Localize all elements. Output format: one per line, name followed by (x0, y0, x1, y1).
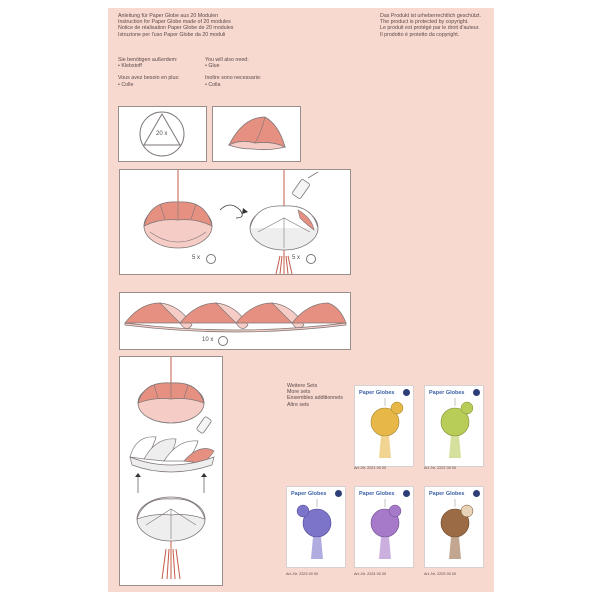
needs-fr-title: Vous avez besoin en plus: (118, 75, 180, 82)
product-brand: Paper Globes (429, 390, 465, 396)
lamp-illustration (370, 499, 402, 559)
lamp-illustration (440, 499, 474, 559)
lamp-illustration (296, 499, 332, 559)
module-count-label: 20 x (156, 131, 168, 137)
title-it: Istruzione per l'uso Paper Globe da 20 m… (118, 31, 226, 38)
product-card[interactable]: Paper Globes (424, 486, 484, 568)
globe-assembly-illustration (129, 357, 215, 580)
step1-module-panel (212, 106, 301, 162)
brand-logo-icon (403, 389, 410, 396)
more-sets-it: Altre sets (287, 401, 310, 408)
brand-logo-icon (473, 490, 480, 497)
more-sets-title: Weitere Sets More sets Ensembles additio… (287, 383, 343, 408)
step2-illustration (143, 170, 319, 275)
module-ring (129, 436, 215, 473)
step2-right-count: 5 x (292, 255, 301, 261)
step3-count: 10 x (202, 337, 214, 343)
step1-template-panel: 20 x (118, 106, 207, 162)
product-card[interactable]: Paper Globes (286, 486, 346, 568)
needs-fr-item: • Colle (118, 81, 134, 88)
step4-panel (119, 356, 223, 586)
more-sets-en: More sets (287, 389, 311, 396)
bottom-half-globe (136, 496, 206, 542)
step3-panel: 10 x (119, 292, 351, 350)
tassel-icon (161, 541, 181, 580)
half-globe-colored (143, 201, 213, 249)
product-art-no: Art.-Nr. 2224 00 00 (354, 572, 387, 576)
brand-logo-icon (473, 389, 480, 396)
brand-logo-icon (403, 490, 410, 497)
product-art-no: Art.-Nr. 2221 00 00 (354, 466, 387, 470)
step2-panel: 5 x 5 x (119, 169, 351, 275)
glue-dot-icon (218, 336, 228, 346)
product-art-no: Art.-Nr. 2223 00 00 (286, 572, 319, 576)
module-strip (124, 302, 347, 333)
product-card[interactable]: Paper Globes (354, 486, 414, 568)
glue-dot-icon (306, 254, 316, 264)
lamp-illustration (440, 398, 474, 458)
needs-en-title: You will also need: (205, 57, 249, 63)
title-de: Anleitung für Paper Globe aus 20 Modulen (118, 13, 219, 19)
product-card[interactable]: Paper Globes (424, 385, 484, 467)
title-fr: Notice de réalisation Paper Globe de 20 … (118, 25, 234, 32)
copyright-en: The product is protected by copyright. (380, 19, 469, 26)
half-globe-assembly (249, 205, 319, 251)
more-sets-fr: Ensembles additionnels (287, 395, 343, 402)
glue-bottle-icon (196, 416, 212, 434)
glue-dot-icon (206, 254, 216, 264)
step2-left-count: 5 x (192, 255, 201, 261)
header-title-block: Anleitung für Paper Globe aus 20 Modulen… (118, 13, 338, 38)
tassel-icon (275, 250, 293, 275)
product-brand: Paper Globes (359, 390, 395, 396)
product-brand: Paper Globes (291, 491, 327, 497)
copyright-notice: Das Produkt ist urheberrechtlich geschüt… (380, 13, 490, 38)
needs-en-item: • Glue (205, 63, 220, 70)
needs-it-item: • Colla (205, 81, 221, 88)
needs-de-title: Sie benötigen außerdem: (118, 57, 178, 63)
module-strip-illustration (124, 302, 347, 333)
title-en: Instruction for Paper Globe made of 20 m… (118, 19, 231, 26)
product-art-no: Art.-Nr. 2222 00 00 (424, 466, 457, 470)
materials-needed-de-fr: Sie benötigen außerdem: • Klebstoff Vous… (118, 57, 208, 88)
materials-needed-en-it: You will also need: • Glue Inoltre sono … (205, 57, 295, 88)
lamp-illustration (370, 398, 404, 458)
copyright-it: Il prodotto è protetto da copyright. (380, 31, 460, 38)
product-art-no: Art.-Nr. 2225 00 00 (424, 572, 457, 576)
product-brand: Paper Globes (359, 491, 395, 497)
glue-bottle-icon (292, 171, 319, 199)
product-brand: Paper Globes (429, 491, 465, 497)
module-template-illustration (139, 111, 185, 157)
more-sets-de: Weitere Sets (287, 383, 318, 389)
top-half-globe (137, 382, 205, 424)
needs-it-title: Inoltre sono necessarie: (205, 75, 262, 82)
brand-logo-icon (335, 490, 342, 497)
needs-de-item: • Klebstoff (118, 63, 142, 70)
copyright-fr: Le produit est protégé par le droit d'au… (380, 25, 480, 32)
product-card[interactable]: Paper Globes (354, 385, 414, 467)
folded-module-illustration (228, 116, 287, 151)
copyright-de: Das Produkt ist urheberrechtlich geschüt… (380, 13, 481, 19)
